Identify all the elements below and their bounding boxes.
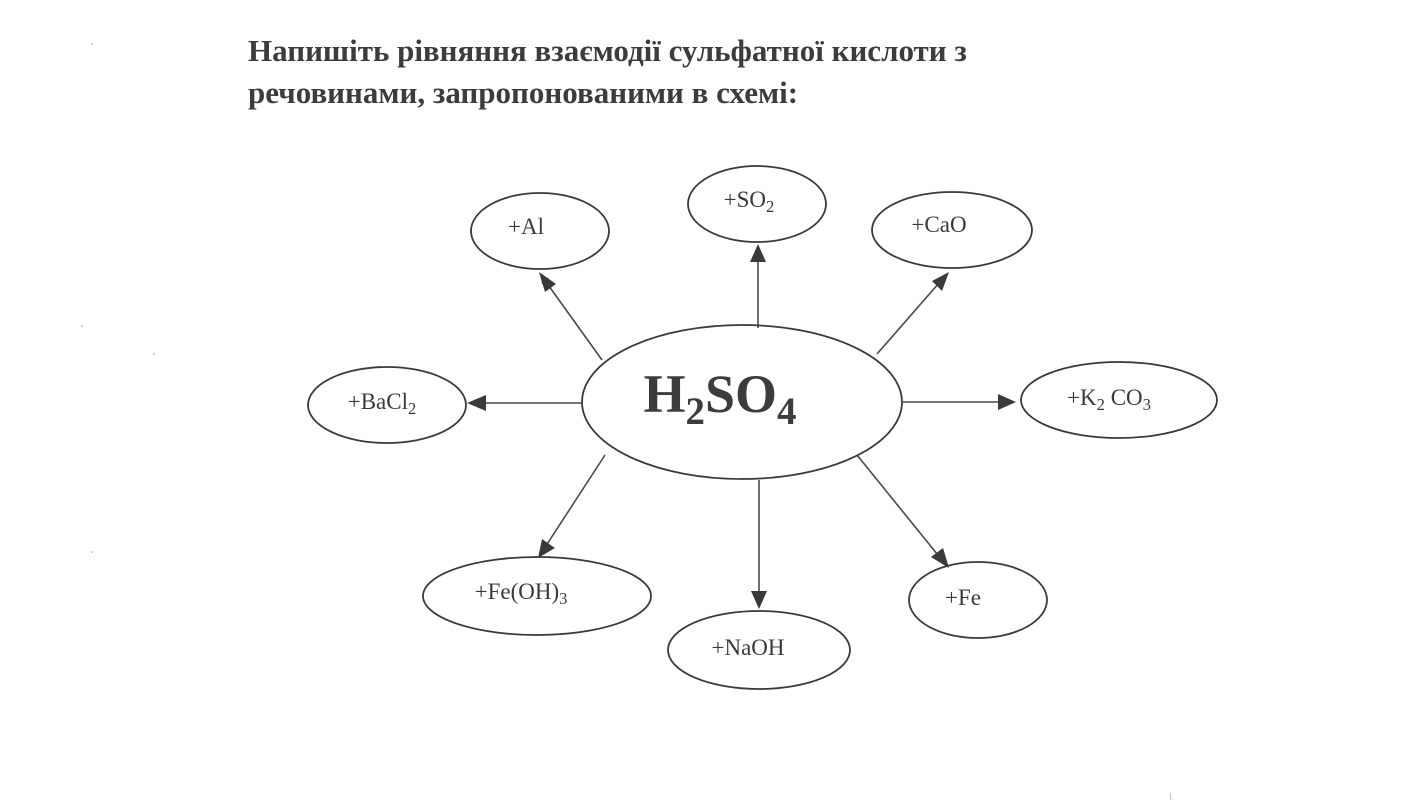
scan-speck [81, 325, 83, 327]
formula-text: CO [1105, 385, 1143, 410]
reagent-ellipse-al [470, 192, 610, 270]
scan-speck [153, 353, 155, 355]
formula-text: +BaCl [348, 389, 408, 414]
reagent-label-bacl2: +BaCl2 [348, 389, 417, 418]
formula-text: +K [1067, 385, 1097, 410]
arrowhead-cao [932, 272, 949, 291]
arrowhead-k2co3 [998, 394, 1016, 410]
reagent-ellipse-naoh [667, 610, 851, 690]
formula-text: SO [705, 364, 777, 424]
reagent-label-cao: +CaO [911, 212, 966, 237]
arrowhead-naoh [751, 591, 767, 609]
task-heading-line-2: речовинами, запропонованими в схемі: [248, 75, 799, 110]
reagent-ellipse-k2co3 [1020, 361, 1218, 439]
formula-subscript: 2 [408, 399, 416, 418]
reagent-label-naoh: +NaOH [711, 635, 784, 660]
center-formula: H2SO4 [644, 364, 797, 433]
reagent-ellipse-feoh3 [422, 556, 652, 636]
formula-subscript: 4 [777, 390, 796, 433]
arrowhead-bacl2 [467, 395, 486, 411]
formula-subscript: 2 [766, 197, 774, 216]
formula-text: H [644, 364, 686, 424]
formula-text: +Fe [945, 585, 981, 610]
task-heading-line-1: Напишіть рівняння взаємодії сульфатної к… [248, 33, 967, 68]
reagent-label-so2: +SO2 [724, 187, 775, 216]
formula-text: +CaO [911, 212, 966, 237]
scan-speck [91, 43, 93, 45]
arrow-to-al [540, 274, 603, 361]
arrow-to-fe [856, 454, 947, 566]
task-heading: Напишіть рівняння взаємодії сульфатної к… [248, 30, 1148, 114]
reagent-ellipse-so2 [687, 165, 827, 243]
arrowhead-feoh3 [538, 539, 555, 558]
scan-speck [91, 551, 93, 553]
arrow-to-cao [876, 274, 947, 355]
scan-mark [1169, 792, 1172, 801]
reagent-ellipse-bacl2 [307, 366, 467, 444]
formula-subscript: 3 [1143, 395, 1151, 414]
reagent-ellipse-cao [871, 191, 1033, 269]
formula-subscript: 3 [559, 589, 567, 608]
formula-text: +NaOH [711, 635, 784, 660]
formula-text: +Fe(OH) [475, 579, 560, 604]
reagent-label-fe: +Fe [945, 585, 981, 610]
reagent-label-al: +Al [508, 214, 544, 239]
arrowhead-al [539, 272, 556, 292]
formula-subscript: 2 [686, 390, 705, 433]
reagent-label-feoh3: +Fe(OH)3 [475, 579, 568, 608]
reagent-label-k2co3: +K2 CO3 [1067, 385, 1151, 414]
formula-text: +Al [508, 214, 544, 239]
arrow-to-feoh3 [539, 454, 606, 556]
arrowhead-so2 [750, 244, 766, 262]
formula-text: +SO [724, 187, 766, 212]
formula-subscript: 2 [1097, 395, 1105, 414]
arrowhead-fe [931, 548, 949, 568]
center-ellipse [581, 324, 903, 480]
reagent-ellipse-fe [908, 561, 1048, 639]
